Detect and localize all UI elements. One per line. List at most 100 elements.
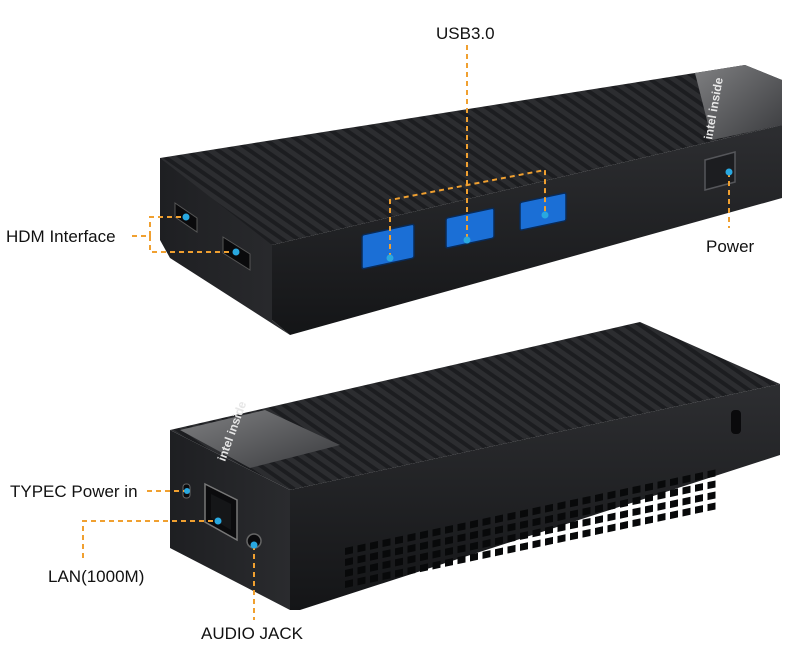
- vent-slot: [632, 518, 641, 528]
- vent-slot: [545, 503, 553, 513]
- vent-slot: [482, 528, 491, 537]
- vent-slot: [457, 522, 466, 532]
- vent-slot: [607, 523, 616, 533]
- device-front-side: [272, 125, 782, 335]
- vent-slot: [420, 552, 428, 562]
- vent-slot: [645, 504, 653, 514]
- vent-slot: [632, 496, 641, 506]
- vent-grille: [345, 469, 716, 588]
- vent-slot: [607, 501, 616, 511]
- vent-slot: [432, 527, 441, 537]
- vent-slot: [507, 522, 516, 532]
- device-top-view: intel inside: [160, 65, 782, 335]
- vent-slot: [645, 493, 653, 503]
- vent-slot: [457, 555, 466, 565]
- vent-slot: [395, 535, 403, 545]
- power-button-icon: [704, 151, 736, 191]
- vent-slot: [682, 496, 691, 506]
- callout-hdmi-label: HDM Interface: [6, 227, 116, 246]
- vent-slot: [395, 546, 403, 556]
- vent-slot: [595, 526, 603, 535]
- vent-slot: [657, 513, 666, 522]
- vent-slot: [595, 504, 603, 513]
- callout-power-label: Power: [706, 237, 755, 256]
- vent-slot: [632, 507, 641, 517]
- vent-slot: [470, 552, 478, 562]
- callout-typec-label: TYPEC Power in: [10, 482, 138, 501]
- device-top-surface: [160, 65, 782, 245]
- vent-slot: [432, 549, 441, 559]
- vent-slot: [345, 568, 353, 577]
- vent-slot: [420, 541, 428, 551]
- vent-slot: [595, 515, 603, 524]
- vent-slot: [470, 541, 478, 551]
- vent-slot: [345, 557, 353, 566]
- vent-slot: [532, 539, 541, 549]
- vent-slot: [545, 536, 553, 546]
- vent-slot: [470, 519, 478, 529]
- vent-slot: [482, 550, 491, 559]
- vent-slot: [507, 544, 516, 554]
- vent-slot: [620, 521, 628, 530]
- vent-slot: [545, 514, 553, 524]
- device-back-view: intel inside: [170, 322, 780, 610]
- vent-slot: [495, 547, 503, 557]
- vent-slot: [557, 512, 566, 521]
- vent-slot: [570, 520, 578, 530]
- vent-slot: [345, 546, 353, 555]
- vent-slot: [682, 507, 691, 517]
- callout-leaders: [82, 45, 730, 620]
- vent-slot: [707, 480, 716, 490]
- vent-slot: [695, 483, 703, 492]
- vent-slot: [657, 491, 666, 500]
- vent-slot: [382, 560, 391, 570]
- vent-slot: [407, 555, 416, 564]
- vent-slot: [670, 499, 678, 509]
- vent-slot: [445, 525, 453, 534]
- vent-slot: [545, 525, 553, 535]
- vent-slot: [345, 579, 353, 588]
- vent-slot: [357, 565, 366, 575]
- vent-slot: [457, 544, 466, 554]
- vent-slot: [670, 510, 678, 520]
- vent-slot: [620, 488, 628, 497]
- vent-slot: [557, 534, 566, 543]
- vent-slot: [395, 557, 403, 567]
- vent-slot: [382, 571, 391, 581]
- vent-slot: [507, 533, 516, 543]
- callout-markers: [182, 168, 733, 549]
- device2-long-side: [290, 384, 780, 610]
- vent-slot: [645, 515, 653, 525]
- vent-slot: [557, 501, 566, 510]
- ethernet-port-icon: [204, 482, 238, 542]
- vent-slot: [370, 552, 378, 561]
- vent-slot: [570, 498, 578, 508]
- vent-slot: [445, 547, 453, 556]
- vent-slot: [620, 499, 628, 508]
- vent-slot: [520, 509, 528, 518]
- vent-slot: [682, 474, 691, 484]
- vent-slot: [382, 549, 391, 559]
- vent-slot: [695, 472, 703, 481]
- vent-slot: [357, 543, 366, 553]
- vent-slot: [357, 554, 366, 564]
- vent-slot: [482, 517, 491, 526]
- vent-slot: [557, 523, 566, 532]
- kensington-slot: [731, 410, 741, 434]
- vent-slot: [532, 506, 541, 516]
- vent-slot: [382, 538, 391, 548]
- vent-slot: [520, 542, 528, 551]
- vent-slot: [670, 488, 678, 498]
- vent-slot: [370, 563, 378, 572]
- vent-slot: [582, 528, 591, 538]
- vent-slot: [407, 544, 416, 553]
- vent-slot: [395, 568, 403, 578]
- vent-slot: [682, 485, 691, 495]
- vent-slot: [420, 530, 428, 540]
- callout-lan-label: LAN(1000M): [48, 567, 145, 586]
- usb-port-icon: [361, 192, 567, 270]
- vent-slot: [420, 563, 428, 573]
- vent-slot: [670, 477, 678, 487]
- vent-slot: [657, 502, 666, 511]
- vent-slot: [570, 531, 578, 541]
